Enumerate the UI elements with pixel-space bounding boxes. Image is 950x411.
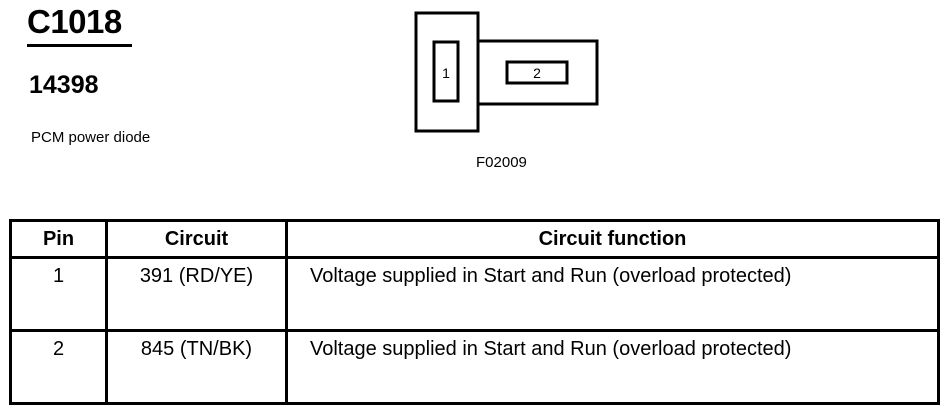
function-cell: Voltage supplied in Start and Run (overl… [285, 256, 940, 332]
circuit-cell: 391 (RD/YE) [105, 256, 288, 332]
pin-table: Pin Circuit Circuit function 1 391 (RD/Y… [9, 219, 940, 405]
part-number: 14398 [29, 71, 99, 99]
connector-body-right [478, 39, 599, 106]
column-header-function: Circuit function [285, 219, 940, 259]
pin-cell: 2 [9, 329, 108, 405]
connector-id-underline [27, 44, 132, 47]
table-header-row: Pin Circuit Circuit function [9, 219, 940, 259]
cavity-2 [505, 60, 569, 85]
column-header-pin: Pin [9, 219, 108, 259]
connector-face-diagram: 1 2 [414, 11, 599, 133]
function-cell: Voltage supplied in Start and Run (overl… [285, 329, 940, 405]
cavity-1 [432, 40, 460, 103]
circuit-cell: 845 (TN/BK) [105, 329, 288, 405]
table-row: 2 845 (TN/BK) Voltage supplied in Start … [9, 329, 940, 405]
column-header-circuit: Circuit [105, 219, 288, 259]
pin-cell: 1 [9, 256, 108, 332]
connector-id: C1018 [27, 3, 122, 40]
figure-id: F02009 [476, 154, 527, 171]
table-row: 1 391 (RD/YE) Voltage supplied in Start … [9, 256, 940, 332]
cavity-1-label: 1 [442, 65, 450, 81]
connector-body-left [414, 11, 480, 133]
component-name: PCM power diode [31, 129, 151, 146]
cavity-2-label: 2 [533, 65, 541, 81]
